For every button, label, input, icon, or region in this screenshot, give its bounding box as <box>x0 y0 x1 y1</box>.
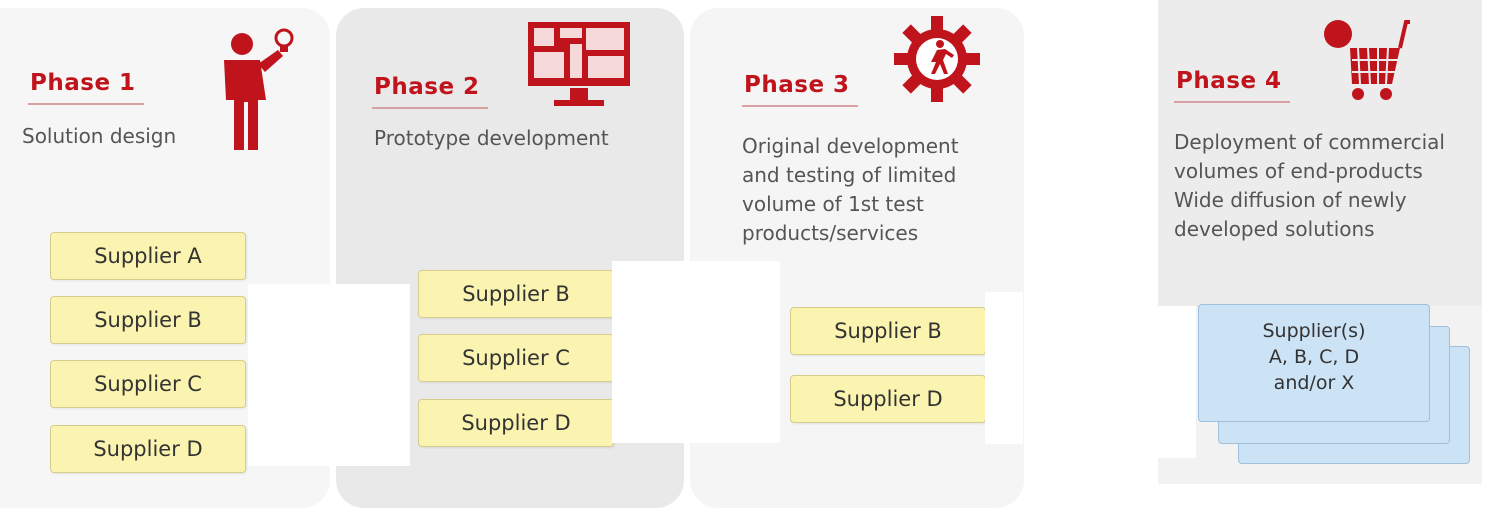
phase-1-description: Solution design <box>22 124 177 148</box>
phase-1-supplier-d: Supplier D <box>50 425 246 473</box>
blank-block-2 <box>612 261 780 443</box>
supplier-stack-label: Supplier(s) A, B, C, D and/or X <box>1262 320 1366 394</box>
phase-2-description: Prototype development <box>374 126 609 150</box>
phase-1-title: Phase 1 <box>30 70 136 96</box>
phase-3-underline <box>742 105 858 107</box>
supplier-stack-front <box>1198 304 1430 422</box>
phase-1-supplier-a: Supplier A <box>50 232 246 280</box>
blank-block-1 <box>248 284 410 466</box>
phase-4-title: Phase 4 <box>1176 68 1282 94</box>
computer-monitor-icon <box>528 22 630 106</box>
phase-4-underline <box>1174 101 1290 103</box>
phase-2-title: Phase 2 <box>374 74 480 100</box>
blank-block-3 <box>985 292 1023 444</box>
phase-2-supplier-c: Supplier C <box>418 334 614 382</box>
phase-2-underline <box>372 107 488 109</box>
phase-1-supplier-b: Supplier B <box>50 296 246 344</box>
phase-3-title: Phase 3 <box>744 72 850 98</box>
phase-3-supplier-d: Supplier D <box>790 375 986 423</box>
phase-3-description: Original development and testing of limi… <box>742 134 959 245</box>
businessman-lightbulb-icon <box>224 28 294 150</box>
phase-2-supplier-d: Supplier D <box>418 399 614 447</box>
phase-2-supplier-b: Supplier B <box>418 270 614 318</box>
phase-1-underline <box>28 103 144 105</box>
blank-block-4 <box>1158 306 1196 458</box>
phase-1-supplier-c: Supplier C <box>50 360 246 408</box>
phase-4-description: Deployment of commercial volumes of end-… <box>1174 130 1445 241</box>
gear-runner-icon <box>894 16 980 102</box>
phase-4-header-area <box>1158 0 1482 306</box>
phase-3-supplier-b: Supplier B <box>790 307 986 355</box>
shopping-cart-icon <box>1324 20 1410 100</box>
